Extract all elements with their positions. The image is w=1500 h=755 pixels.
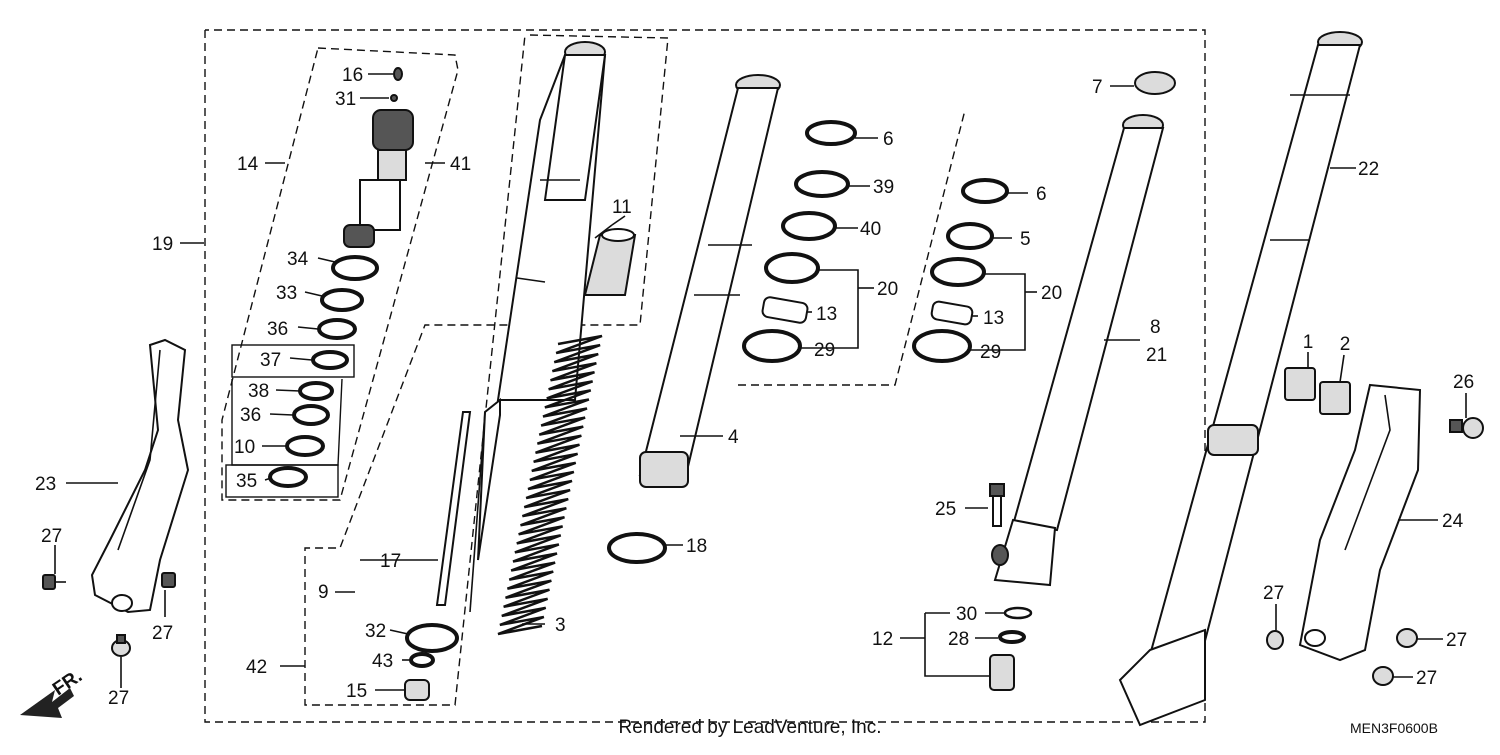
- callout-36a: 36: [267, 319, 288, 340]
- callout-2: 2: [1340, 334, 1351, 355]
- callout-24: 24: [1442, 511, 1464, 532]
- callout-30: 30: [956, 604, 977, 625]
- callout-40: 40: [860, 219, 881, 240]
- callout-35: 35: [236, 471, 257, 492]
- callout-7: 7: [1092, 77, 1103, 98]
- callout-10: 10: [234, 437, 255, 458]
- seal-18: [607, 532, 667, 564]
- footer-credit: Rendered by LeadVenture, Inc.: [618, 717, 881, 738]
- group-outlines: [204, 29, 1206, 723]
- callout-20a: 20: [877, 279, 898, 300]
- callout-13b: 13: [983, 308, 1004, 329]
- callout-9: 9: [318, 582, 329, 603]
- callout-28: 28: [948, 629, 969, 650]
- callout-39: 39: [873, 177, 894, 198]
- callout-18: 18: [686, 536, 707, 557]
- bolt-25: [989, 483, 1005, 527]
- spring-3: [497, 334, 603, 636]
- callout-4: 4: [728, 427, 739, 448]
- callout-17: 17: [380, 551, 401, 572]
- callout-6b: 6: [1036, 184, 1047, 205]
- fork-guard-left: [90, 338, 190, 614]
- callout-12: 12: [872, 629, 893, 650]
- callout-41: 41: [450, 154, 471, 175]
- callouts: 1 2 3 4 5 6 6 7 8 21 9 10 11 12 13 13 14…: [35, 65, 1474, 709]
- callout-1: 1: [1303, 332, 1314, 353]
- callout-42: 42: [246, 657, 267, 678]
- callout-22: 22: [1358, 159, 1379, 180]
- callout-38: 38: [248, 381, 269, 402]
- diagram-code: MEN3F0600B: [1350, 720, 1438, 736]
- callout-6a: 6: [883, 129, 894, 150]
- callout-25: 25: [935, 499, 956, 520]
- callout-15: 15: [346, 681, 367, 702]
- damper-assembly: [343, 67, 414, 248]
- callout-21: 21: [1146, 345, 1167, 366]
- callout-27e: 27: [1446, 630, 1467, 651]
- callout-23: 23: [35, 474, 56, 495]
- direction-label: FR.: [49, 666, 86, 701]
- callout-33: 33: [276, 283, 297, 304]
- callout-43: 43: [372, 651, 393, 672]
- callout-16: 16: [342, 65, 363, 86]
- small-rings: [404, 623, 459, 701]
- callout-31: 31: [335, 89, 356, 110]
- bolt-27c: [111, 634, 131, 657]
- callout-8: 8: [1150, 317, 1161, 338]
- bolts-right: [1266, 417, 1484, 686]
- callout-13a: 13: [816, 304, 837, 325]
- rod-17: [435, 411, 472, 606]
- callout-27a: 27: [41, 526, 62, 547]
- callout-27c: 27: [108, 688, 129, 709]
- adjuster-12: [989, 606, 1033, 691]
- callout-32: 32: [365, 621, 386, 642]
- callout-27b: 27: [152, 623, 173, 644]
- callout-14: 14: [237, 154, 259, 175]
- callout-5: 5: [1020, 229, 1031, 250]
- fork-guard-right: [1298, 383, 1422, 662]
- callout-27f: 27: [1416, 668, 1437, 689]
- collar-11: [583, 228, 637, 296]
- outer-tube-22: [1118, 31, 1363, 727]
- o-rings: [268, 255, 379, 488]
- callout-37: 37: [260, 350, 281, 371]
- callout-36b: 36: [240, 405, 261, 426]
- leader-lines: [54, 73, 1467, 691]
- callout-3: 3: [555, 615, 566, 636]
- callout-11: 11: [612, 197, 632, 218]
- inner-tube-8: [991, 71, 1176, 587]
- bolt-27a: [42, 574, 66, 590]
- callout-19: 19: [152, 234, 173, 255]
- callout-27d: 27: [1263, 583, 1284, 604]
- bushings-mid: [742, 120, 857, 363]
- callout-29b: 29: [980, 342, 1001, 363]
- callout-20b: 20: [1041, 283, 1062, 304]
- callout-34: 34: [287, 249, 309, 270]
- cartridge-rod: [469, 41, 607, 613]
- outer-tube-4: [638, 74, 781, 488]
- bolt-27b: [161, 572, 176, 588]
- callout-29a: 29: [814, 340, 835, 361]
- front-arrow-icon: FR.: [20, 666, 86, 718]
- bushings-right: [912, 178, 1009, 363]
- callout-26: 26: [1453, 372, 1474, 393]
- brackets-1-2: [1284, 367, 1351, 415]
